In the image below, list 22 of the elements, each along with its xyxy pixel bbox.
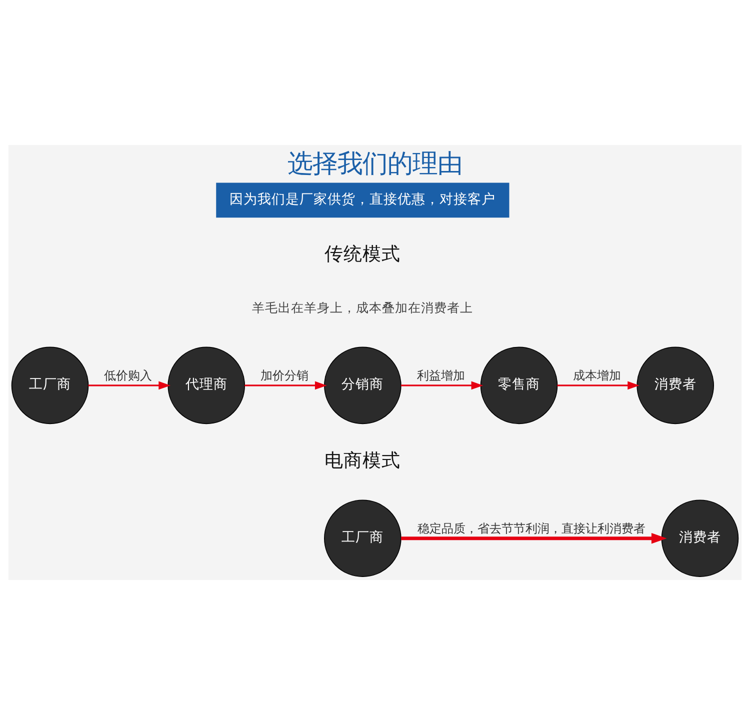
- node-circle: 工厂商: [11, 346, 89, 424]
- label: 因为我们是厂家供货，直接优惠，对接客户: [230, 191, 496, 208]
- node-circle: 消费者: [636, 346, 714, 424]
- arrow: [401, 533, 667, 544]
- label: 传统模式: [324, 244, 401, 266]
- arrow: [557, 381, 640, 390]
- edge-label: 低价购入: [104, 368, 152, 383]
- edge-label: 加价分销: [260, 368, 309, 383]
- arrow: [88, 381, 171, 390]
- edge-label: 成本增加: [573, 368, 622, 383]
- edge-label: 利益增加: [416, 368, 465, 383]
- edge-label: 稳定品质，省去节节利润，直接让利消费者: [417, 522, 646, 536]
- diagram-title: 选择我们的理由: [288, 149, 462, 180]
- node-circle: 消费者: [661, 500, 739, 578]
- node-circle: 工厂商: [324, 500, 402, 578]
- node-circle: 代理商: [168, 346, 246, 424]
- node-circle: 零售商: [480, 346, 558, 424]
- label: 电商模式: [324, 450, 401, 472]
- arrow: [244, 381, 327, 390]
- label: 羊毛出在羊身上，成本叠加在消费者上: [252, 300, 474, 316]
- node-circle: 分销商: [324, 346, 402, 424]
- arrow: [400, 381, 484, 390]
